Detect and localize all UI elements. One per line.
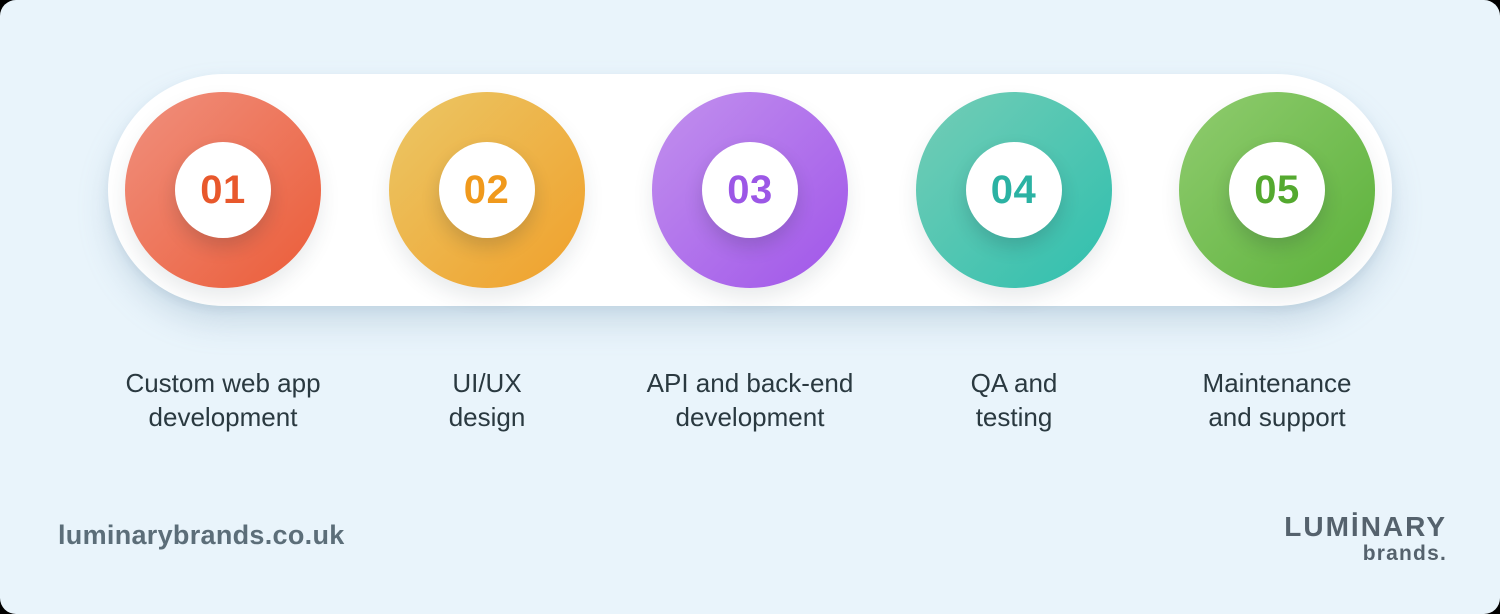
logo-tagline: brands.	[1362, 542, 1447, 565]
step-label-2: UI/UX design	[357, 366, 617, 434]
step-number-3: 03	[727, 167, 773, 212]
step-number-badge-1: 01	[175, 142, 271, 238]
step-circle-5: 05	[1179, 92, 1375, 288]
step-label-3-line-2: development	[675, 402, 825, 432]
step-number-badge-2: 02	[438, 142, 535, 238]
step-number-badge-4: 04	[965, 142, 1062, 238]
step-circle-1: 01	[125, 92, 321, 288]
steps-row: 01 02 03 04 05	[108, 74, 1392, 306]
logo-wordmark: LUMİNARY	[1284, 511, 1447, 542]
step-number-1: 01	[200, 167, 246, 212]
step-circle-4: 04	[915, 92, 1112, 288]
luminary-brands-logo: LUMİNARY brands.	[1284, 512, 1447, 565]
step-number-badge-5: 05	[1229, 142, 1325, 238]
step-label-3: API and back-end development	[620, 366, 880, 434]
step-label-4-line-1: QA and	[970, 368, 1058, 398]
step-label-2-line-1: UI/UX	[452, 368, 522, 398]
step-label-1: Custom web app development	[93, 366, 353, 434]
step-label-4-line-2: testing	[975, 402, 1053, 432]
step-label-3-line-1: API and back-end	[646, 368, 854, 398]
step-number-badge-3: 03	[702, 142, 798, 238]
step-circle-2: 02	[388, 92, 585, 288]
step-label-4: QA and testing	[884, 366, 1144, 434]
step-label-1-line-2: development	[148, 402, 298, 432]
website-url: luminarybrands.co.uk	[58, 520, 345, 550]
step-circle-3: 03	[652, 92, 848, 288]
step-label-5-line-1: Maintenance	[1202, 368, 1352, 398]
step-number-2: 02	[463, 167, 510, 212]
step-label-5-line-2: and support	[1208, 402, 1346, 432]
step-number-4: 04	[990, 167, 1037, 212]
step-label-5: Maintenance and support	[1147, 366, 1407, 434]
step-label-2-line-2: design	[448, 402, 526, 432]
step-label-1-line-1: Custom web app	[125, 368, 321, 398]
step-number-5: 05	[1254, 167, 1300, 212]
